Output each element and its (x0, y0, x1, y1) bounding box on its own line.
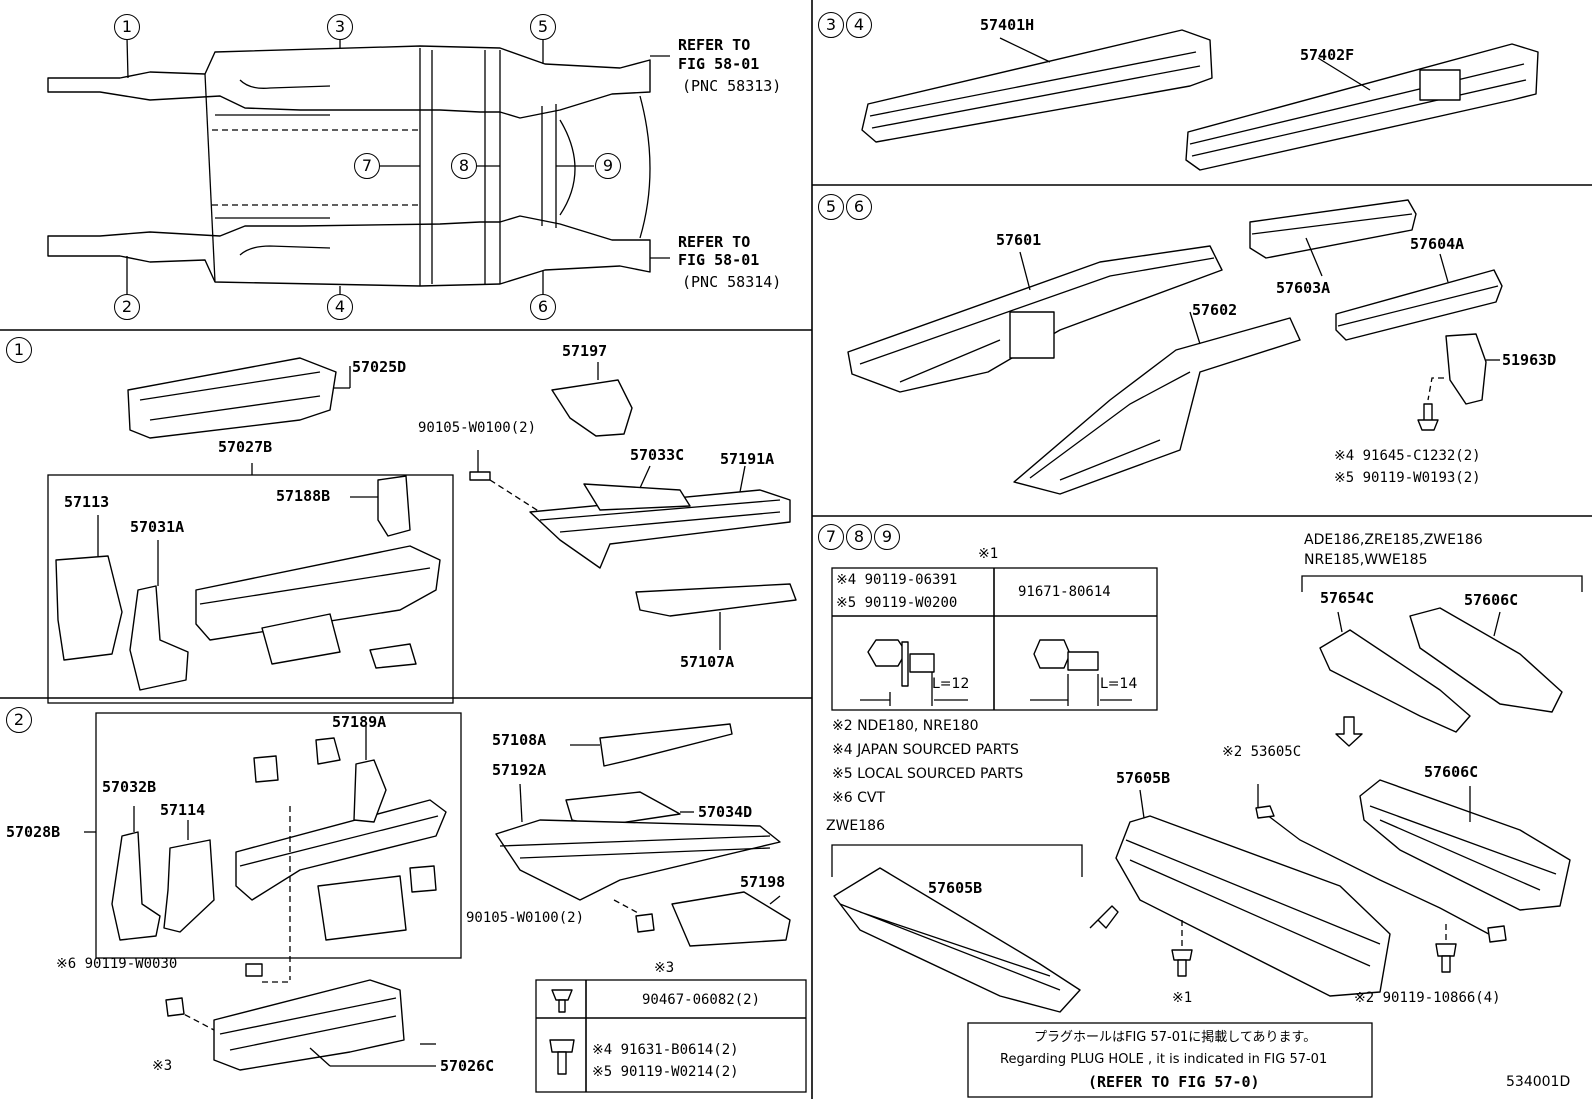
model-zwe186: ZWE186 (826, 818, 886, 834)
part-57188B[interactable]: 57188B (276, 487, 331, 505)
part-57402F[interactable]: 57402F (1300, 46, 1355, 64)
callout-5: 5 (530, 14, 556, 40)
part-57189A[interactable]: 57189A (332, 713, 387, 731)
part-57401H[interactable]: 57401H (980, 16, 1035, 34)
part-57025D[interactable]: 57025D (352, 358, 407, 376)
callout-7: 7 (354, 153, 380, 179)
pnc-ref-bottom: (PNC 58314) (682, 273, 782, 291)
part-57602[interactable]: 57602 (1192, 301, 1238, 319)
part-57108A[interactable]: 57108A (492, 731, 547, 749)
callout-4: 4 (327, 294, 353, 320)
bolt-90119-06391[interactable]: ※4 90119-06391 (836, 572, 958, 588)
section789-drawing (831, 567, 1583, 1098)
rocker-rails-drawing (861, 29, 1539, 171)
part-57114[interactable]: 57114 (160, 801, 206, 819)
callout-9: 9 (595, 153, 621, 179)
part-57198[interactable]: 57198 (740, 873, 786, 891)
part-53605C[interactable]: ※2 53605C (1222, 744, 1302, 760)
part-57601[interactable]: 57601 (996, 231, 1042, 249)
part-57028B[interactable]: 57028B (6, 823, 61, 841)
callout-8: 8 (451, 153, 477, 179)
sec56-callout-5: 5 (818, 194, 844, 220)
pnc-ref-top: (PNC 58313) (682, 77, 782, 95)
note-mark-1: ※1 (978, 546, 999, 562)
callout-6: 6 (530, 294, 556, 320)
part-57603A[interactable]: 57603A (1276, 279, 1331, 297)
sec2-callout: 2 (6, 707, 32, 733)
section1-drawing (47, 357, 797, 704)
part-57605B-right[interactable]: 57605B (1116, 769, 1171, 787)
section2-drawing (84, 712, 807, 1093)
part-57031A[interactable]: 57031A (130, 518, 185, 536)
callout-2: 2 (114, 294, 140, 320)
part-51963D[interactable]: 51963D (1502, 351, 1557, 369)
part-57191A[interactable]: 57191A (720, 450, 775, 468)
sec789-callout-9: 9 (874, 524, 900, 550)
bolt-90105-W0100-sec1[interactable]: 90105-W0100(2) (418, 420, 537, 436)
note-4: ※4 JAPAN SOURCED PARTS (832, 742, 1019, 758)
refer-to-bottom: REFER TO (678, 233, 751, 251)
models-line-1: ADE186,ZRE185,ZWE186 (1304, 532, 1483, 548)
sec1-callout: 1 (6, 337, 32, 363)
refer-to-top: REFER TO (678, 36, 751, 54)
part-57604A[interactable]: 57604A (1410, 235, 1465, 253)
plug-hole-note-en: Regarding PLUG HOLE , it is indicated in… (1000, 1052, 1328, 1067)
fig-ref-top[interactable]: FIG 58-01 (678, 55, 760, 73)
part-57032B[interactable]: 57032B (102, 778, 157, 796)
bolt-91671-80614[interactable]: 91671-80614 (1018, 584, 1111, 600)
part-57026C[interactable]: 57026C (440, 1057, 495, 1075)
part-57107A[interactable]: 57107A (680, 653, 735, 671)
front-side-members-drawing (847, 199, 1503, 495)
sec789-callout-8: 8 (846, 524, 872, 550)
part-57113[interactable]: 57113 (64, 493, 110, 511)
table-mark-3: ※3 (654, 960, 675, 976)
overview-frame-drawing (47, 45, 651, 287)
bolt-91631-B0614[interactable]: ※4 91631-B0614(2) (592, 1042, 739, 1058)
note-91645-C1232: ※4 91645-C1232(2) (1334, 448, 1481, 464)
clip-90467-06082[interactable]: 90467-06082(2) (642, 992, 761, 1008)
sec789-callout-7: 7 (818, 524, 844, 550)
note-2: ※2 NDE180, NRE180 (832, 718, 979, 734)
refer-fig-57-01[interactable]: (REFER TO FIG 57-0) (1088, 1073, 1260, 1091)
bolt-90105-W0100-sec2[interactable]: 90105-W0100(2) (466, 910, 585, 926)
note-90119-W0193: ※5 90119-W0193(2) (1334, 470, 1481, 486)
part-57033C[interactable]: 57033C (630, 446, 685, 464)
note-5: ※5 LOCAL SOURCED PARTS (832, 766, 1024, 782)
bolt-90119-W0214[interactable]: ※5 90119-W0214(2) (592, 1064, 739, 1080)
part-57606C-lower[interactable]: 57606C (1424, 763, 1479, 781)
bolt-90119-W0030[interactable]: ※6 90119-W0030 (56, 956, 178, 972)
part-57605B-left[interactable]: 57605B (928, 879, 983, 897)
fig-ref-bottom[interactable]: FIG 58-01 (678, 251, 760, 269)
length-l12: L=12 (932, 676, 970, 692)
note-mark-3: ※3 (152, 1058, 173, 1074)
callout-1: 1 (114, 14, 140, 40)
bolt-90119-W0200[interactable]: ※5 90119-W0200 (836, 595, 958, 611)
sec34-callout-3: 3 (818, 12, 844, 38)
sec34-callout-4: 4 (846, 12, 872, 38)
plug-hole-note-jp: プラグホールはFIG 57-01に掲載してあります。 (1034, 1030, 1317, 1045)
bolt-90119-10866[interactable]: ※2 90119-10866(4) (1354, 990, 1501, 1006)
callout-3: 3 (327, 14, 353, 40)
illustration-code: 534001D (1506, 1074, 1571, 1090)
part-57027B[interactable]: 57027B (218, 438, 273, 456)
overview-leaders (126, 37, 670, 294)
length-l14: L=14 (1100, 676, 1138, 692)
part-57034D[interactable]: 57034D (698, 803, 753, 821)
part-57197[interactable]: 57197 (562, 342, 608, 360)
models-line-2: NRE185,WWE185 (1304, 552, 1428, 568)
part-57192A[interactable]: 57192A (492, 761, 547, 779)
part-57654C[interactable]: 57654C (1320, 589, 1375, 607)
part-57606C-upper[interactable]: 57606C (1464, 591, 1519, 609)
note-6: ※6 CVT (832, 790, 885, 806)
sec56-callout-6: 6 (846, 194, 872, 220)
note-mark-1-bolt: ※1 (1172, 990, 1193, 1006)
